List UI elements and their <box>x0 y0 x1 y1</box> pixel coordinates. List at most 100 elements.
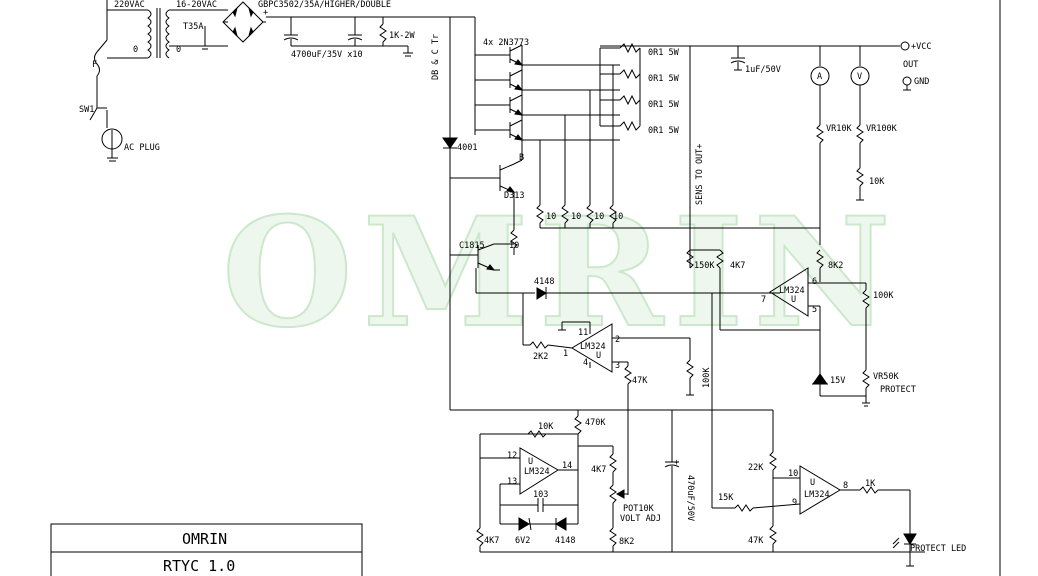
d4001-label: 4001 <box>457 143 477 153</box>
q-out-label: 4x 2N3773 <box>483 38 529 48</box>
r-emit-1 <box>619 42 641 54</box>
protect-comparator: 22K 47K LM324 U 10 9 8 15K 1K PROTECT LE… <box>711 293 966 567</box>
pin8-label: 8 <box>843 481 848 491</box>
plus-mark: + <box>263 8 268 18</box>
r2k2-label: 2K2 <box>533 352 548 362</box>
r10-b-label: 10 <box>571 212 581 222</box>
r-emit-2-label: 0R1 5W <box>648 74 680 84</box>
pin2-label: 2 <box>615 335 620 345</box>
r8k2-label: 8K2 <box>828 261 843 271</box>
lm324-a-u: U <box>596 351 601 361</box>
gnd-terminal[interactable] <box>902 76 912 86</box>
secondary-zero-label: 0 <box>176 45 181 55</box>
current-amp: LM324 U 11 2 3 4 1 2K2 47K 100K <box>523 321 712 495</box>
pin1-label: 1 <box>563 349 568 359</box>
c103-label: 103 <box>533 490 548 500</box>
lm324-b <box>799 465 841 515</box>
r-emit-2 <box>619 68 641 80</box>
bridge-label: GBPC3502/35A/HIGHER/DOUBLE <box>258 0 391 10</box>
r10-a-label: 10 <box>546 212 556 222</box>
d4148-ref-label: 4148 <box>555 536 575 546</box>
driver-chain: 4001 DB & C Tr <box>431 16 500 410</box>
q4 <box>475 119 524 141</box>
pot10k-label: POT10K <box>623 504 655 514</box>
r47k-b-label: 47K <box>748 536 764 546</box>
protect-led-label: PROTECT LED <box>910 544 966 554</box>
d313-stage: D313 10 10 10 10 10 C1815 4148 <box>450 65 820 345</box>
fuse-label: F <box>92 60 97 70</box>
pin7-label: 7 <box>761 295 766 305</box>
title-company: OMRIN <box>182 530 227 548</box>
r-emit-3-label: 0R1 5W <box>648 100 680 110</box>
plus-mark-c470: + <box>674 458 679 468</box>
r1k-label: 1K <box>865 479 876 489</box>
pin6-label: 6 <box>812 277 817 287</box>
lm324-a <box>571 323 613 373</box>
r15k-label: 15K <box>718 493 734 503</box>
pin11-label: 11 <box>578 328 588 338</box>
lm324-b-u: U <box>810 478 815 488</box>
secondary-voltage-label: 16-20VAC <box>176 0 217 10</box>
title-block: OMRIN RTYC 1.0 <box>50 523 363 576</box>
vcc-terminal[interactable] <box>900 41 910 51</box>
output-transistors: 4x 2N3773 B <box>475 38 680 163</box>
lm324-d-u: U <box>528 457 533 467</box>
out-label: OUT <box>903 60 918 70</box>
primary-voltage-label: 220VAC <box>114 0 145 10</box>
bridge-rectifier: GBPC3502/35A/HIGHER/DOUBLE + <box>200 0 450 50</box>
pin5-label: 5 <box>812 305 817 315</box>
db-c-tr-label: DB & C Tr <box>431 34 441 80</box>
reference-section: 470K 4K7 10K LM324 U 12 13 14 103 6V2 41… <box>450 409 925 553</box>
r4k7-label: 4K7 <box>730 261 745 271</box>
r22k-label: 22K <box>748 463 764 473</box>
pin13-label: 13 <box>507 477 517 487</box>
output-rail: +VCC OUT GND 1uF/50V A V VR10K VR100K 10… <box>600 41 931 250</box>
watermark: OMRIN <box>222 185 901 361</box>
error-amp: 150K 4K7 8K2 LM324 U 6 5 7 100K VR50K PR… <box>686 249 916 407</box>
mains-input: F SW1 AC PLUG 220VAC 0 16-20VAC T35A 0 <box>79 0 228 162</box>
bleeder-label: 1K-2W <box>389 31 415 41</box>
pin3-label: 3 <box>615 361 620 371</box>
q1 <box>475 44 524 66</box>
c-out-label: 1uF/50V <box>745 65 781 75</box>
vr10k-label: VR10K <box>826 124 852 134</box>
protect-label: PROTECT <box>880 385 916 395</box>
title-model: RTYC 1.0 <box>163 557 235 575</box>
vcc-label: +VCC <box>911 42 931 52</box>
r4k7-ref-label: 4K7 <box>484 536 499 546</box>
pin14-label: 14 <box>562 461 572 471</box>
r47k-label: 47K <box>632 376 648 386</box>
pin4-label: 4 <box>583 358 588 368</box>
lm324-c <box>769 267 809 317</box>
lm324-a-label: LM324 <box>580 342 606 352</box>
primary-zero-label: 0 <box>133 45 138 55</box>
main-caps-label: 4700uF/35V x10 <box>291 50 363 60</box>
r-emit-1-label: 0R1 5W <box>648 48 680 58</box>
r150k-label: 150K <box>694 261 715 271</box>
r10-c-label: 10 <box>594 212 604 222</box>
vr100k-label: VR100K <box>866 124 898 134</box>
r4k7-pot-label: 4K7 <box>591 465 606 475</box>
c1815-label: C1815 <box>459 241 485 251</box>
r10k-ref-label: 10K <box>538 422 554 432</box>
pin10-label: 10 <box>788 469 798 479</box>
ammeter-label: A <box>817 72 822 82</box>
c470-label: 470uF/50V <box>685 475 695 521</box>
r100k-sens-label: 100K <box>702 367 712 388</box>
r10-driver-label: 10 <box>509 241 519 251</box>
voltmeter-label: V <box>857 72 862 82</box>
pin12-label: 12 <box>507 451 517 461</box>
d6v2-label: 6V2 <box>515 536 530 546</box>
pin9-label: 9 <box>792 498 797 508</box>
r470k-label: 470K <box>585 418 606 428</box>
transformer-label: T35A <box>183 22 203 32</box>
r-emit-4-label: 0R1 5W <box>648 126 680 136</box>
r-emit-3 <box>619 94 641 106</box>
d15v-label: 15V <box>830 376 845 386</box>
r10-d-label: 10 <box>613 212 623 222</box>
gnd-label: GND <box>914 77 929 87</box>
d4148-label: 4148 <box>534 277 554 287</box>
sens-label: SENS TO OUT+ <box>695 144 705 205</box>
filter-caps: 4700uF/35V x10 1K-2W <box>283 17 415 60</box>
